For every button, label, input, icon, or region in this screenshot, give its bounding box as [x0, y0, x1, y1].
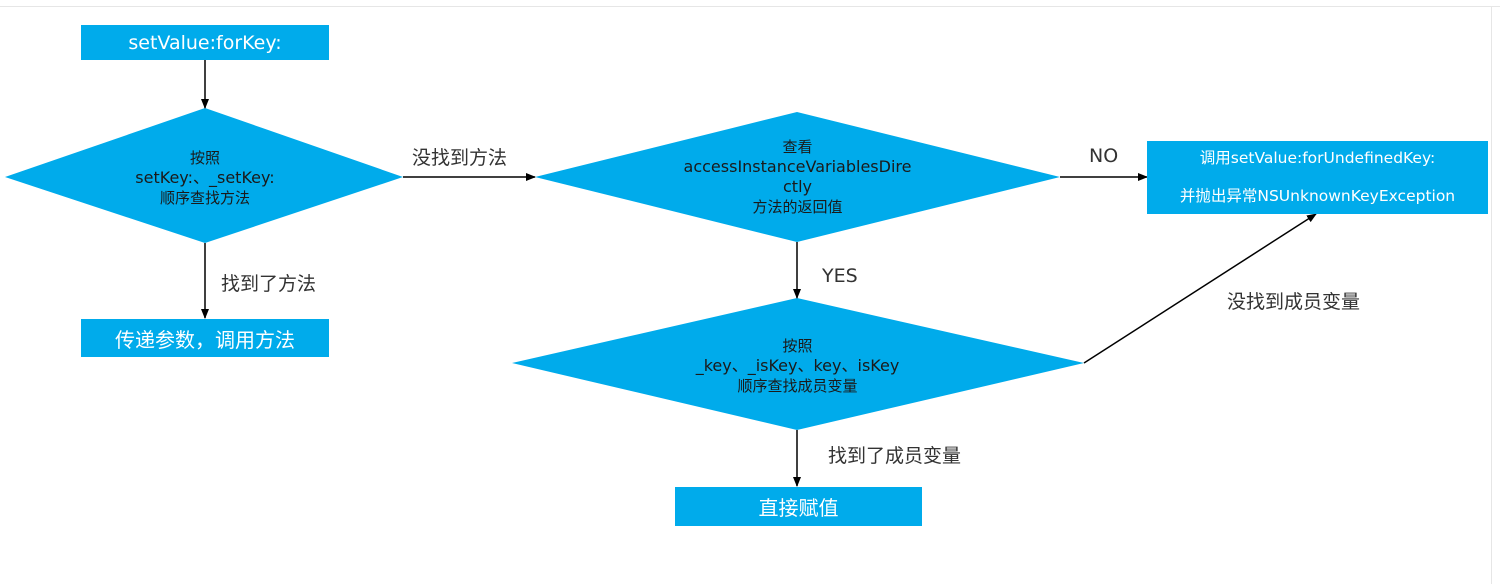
- edge-label-yes: YES: [822, 265, 858, 287]
- edge-label-method-not-found: 没找到方法: [412, 147, 508, 169]
- decision-check-access-line-3: ctly: [783, 177, 812, 196]
- decision-check-ivars-line-1: 按照: [782, 337, 813, 355]
- decision-check-access-line-4: 方法的返回值: [752, 198, 843, 216]
- node-start-label: setValue:forKey:: [128, 31, 282, 54]
- node-undefined-key: 调用setValue:forUndefinedKey: 并抛出异常NSUnkno…: [1147, 141, 1488, 214]
- decision-check-ivars-text: 按照 _key、_isKey、key、isKey 顺序查找成员变量: [655, 330, 940, 402]
- decision-check-ivars-line-3: 顺序查找成员变量: [737, 377, 858, 395]
- node-assign: 直接赋值: [675, 487, 922, 526]
- edge-label-found-ivar: 找到了成员变量: [828, 445, 962, 467]
- node-undefined-key-line-2: 并抛出异常NSUnknownKeyException: [1179, 187, 1456, 205]
- decision-check-methods-text: 按照 setKey:、_setKey: 顺序查找方法: [85, 142, 325, 214]
- edge-label-no: NO: [1089, 145, 1119, 167]
- decision-check-methods-line-3: 顺序查找方法: [159, 189, 250, 207]
- decision-check-access-line-2: accessInstanceVariablesDire: [683, 157, 912, 176]
- decision-check-methods-line-1: 按照: [189, 149, 220, 167]
- decision-check-access-text: 查看 accessInstanceVariablesDire ctly 方法的返…: [660, 132, 935, 222]
- decision-check-access-line-1: 查看: [782, 138, 813, 156]
- decision-check-methods-line-2: setKey:、_setKey:: [135, 168, 275, 187]
- decision-check-access: [535, 112, 1060, 242]
- top-border: [0, 6, 1500, 7]
- node-pass-params: 传递参数，调用方法: [81, 319, 329, 357]
- edge-label-found-method: 找到了方法: [221, 273, 317, 295]
- edge-label-ivar-not-found: 没找到成员变量: [1227, 291, 1361, 313]
- node-undefined-key-line-1: 调用setValue:forUndefinedKey:: [1199, 149, 1436, 167]
- decision-check-ivars: [512, 298, 1084, 430]
- decision-check-methods: [5, 108, 403, 243]
- node-pass-params-label: 传递参数，调用方法: [115, 327, 295, 352]
- edge-check-ivars-to-undefined-key: [1083, 213, 1317, 364]
- node-assign-label: 直接赋值: [758, 496, 839, 520]
- right-border: [1491, 6, 1492, 584]
- decision-check-ivars-line-2: _key、_isKey、key、isKey: [695, 356, 900, 375]
- node-start: setValue:forKey:: [81, 25, 329, 60]
